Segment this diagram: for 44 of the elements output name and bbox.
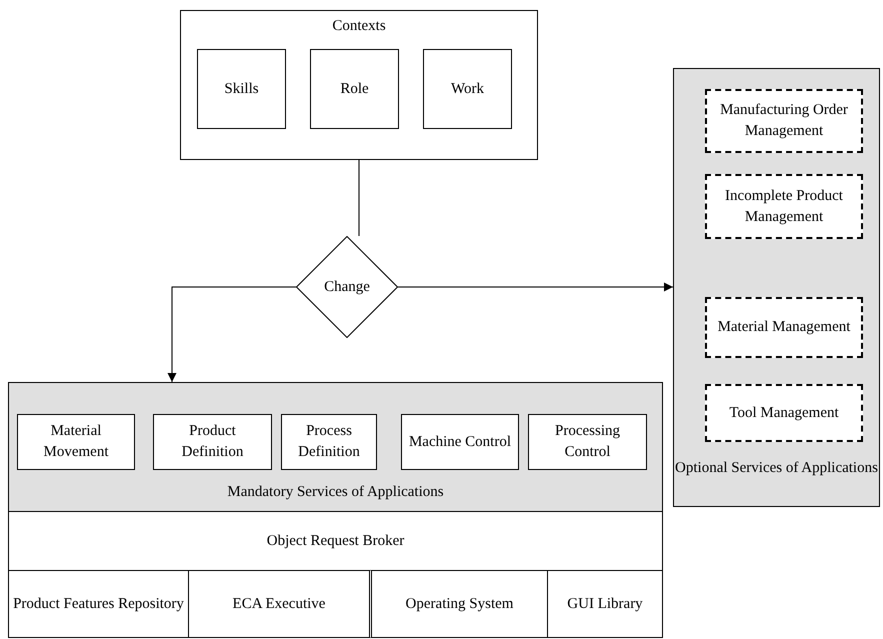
service-panel bbox=[8, 382, 663, 512]
layer-box bbox=[369, 570, 548, 638]
service-box bbox=[705, 384, 863, 442]
service-box bbox=[401, 414, 519, 470]
service-box bbox=[705, 174, 863, 239]
box-label: Machine Control bbox=[408, 432, 512, 452]
service-panel bbox=[673, 68, 880, 507]
box-label: Manufacturing Order Management bbox=[719, 101, 849, 141]
box-label: Material Movement bbox=[42, 422, 110, 462]
panel-title: Optional Services of Applications bbox=[674, 459, 879, 478]
service-box bbox=[17, 414, 135, 470]
process-box bbox=[310, 49, 399, 129]
box-label: Product Definition bbox=[180, 422, 244, 462]
box-label: Material Management bbox=[716, 318, 852, 337]
context-box bbox=[180, 10, 538, 160]
box-label: Operating System bbox=[404, 594, 514, 614]
box-label: Object Request Broker bbox=[266, 532, 406, 550]
connector-line bbox=[358, 160, 360, 236]
box-label: Tool Management bbox=[728, 404, 840, 422]
box-label: ECA Executive bbox=[232, 594, 326, 614]
box-label: Skills bbox=[223, 80, 260, 98]
box-label: Processing Control bbox=[554, 422, 621, 462]
service-box bbox=[153, 414, 272, 470]
service-box bbox=[705, 297, 863, 358]
panel-title: Mandatory Services of Applications bbox=[226, 483, 445, 502]
process-box bbox=[423, 49, 512, 129]
box-label: GUI Library bbox=[566, 594, 644, 614]
box-label: Process Definition bbox=[297, 422, 361, 462]
box-label: Work bbox=[450, 80, 485, 98]
panel-title: Contexts bbox=[331, 17, 387, 36]
service-box bbox=[705, 89, 863, 153]
layer-box bbox=[547, 570, 663, 638]
box-label: Product Features Repository bbox=[12, 594, 185, 614]
service-box bbox=[528, 414, 647, 470]
box-label: Incomplete Product Management bbox=[724, 186, 844, 226]
box-label: Change bbox=[324, 278, 370, 296]
service-box bbox=[281, 414, 377, 470]
layer-box bbox=[8, 570, 189, 638]
box-label: Role bbox=[339, 80, 370, 98]
decision-diamond bbox=[296, 236, 398, 338]
layer-box bbox=[8, 511, 663, 571]
arrow bbox=[168, 286, 296, 382]
arrow bbox=[398, 282, 674, 292]
process-box bbox=[197, 49, 286, 129]
